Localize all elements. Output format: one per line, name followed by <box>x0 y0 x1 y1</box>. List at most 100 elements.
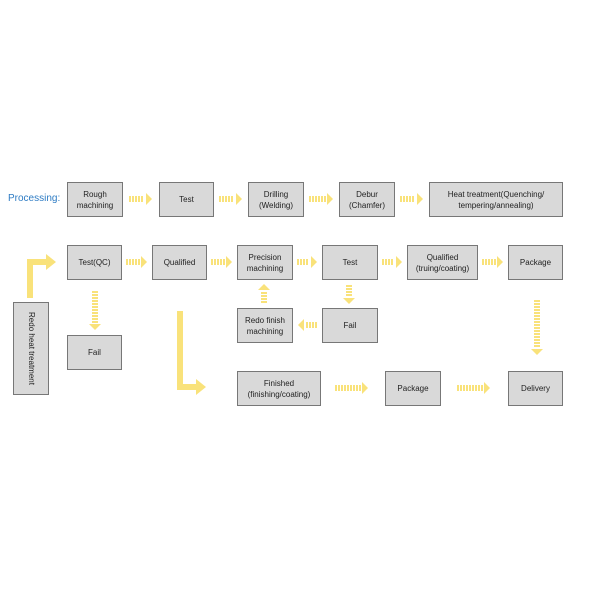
arrow-qualified2-to-package-dash <box>485 259 487 265</box>
node-debur: Debur(Chamfer) <box>339 182 395 217</box>
arrow-testqc-to-qualified-dash <box>132 259 134 265</box>
arrow-test-to-drilling-dash <box>219 196 221 202</box>
arrow-package-to-delivery-down-dash <box>534 300 540 302</box>
arrow-qualified-to-finished-horizontal <box>177 384 197 390</box>
arrow-package-to-delivery-down-dash <box>534 336 540 338</box>
arrow-rough-to-test-dash <box>138 196 140 202</box>
arrow-redo-to-precision-dash <box>261 292 267 294</box>
arrow-rough-to-test-dash <box>141 196 143 202</box>
arrow-testqc-to-qualified-dash <box>135 259 137 265</box>
arrow-testqc-to-fail-dash <box>92 309 98 311</box>
arrow-test2-to-fail-dash <box>346 285 352 287</box>
node-test-qc: Test(QC) <box>67 245 122 280</box>
arrow-finished-to-package-dash <box>335 385 337 391</box>
arrow-drilling-to-debur-dash <box>321 196 323 202</box>
arrow-drilling-to-debur-dash <box>324 196 326 202</box>
arrow-rough-to-test-dash <box>129 196 131 202</box>
node-fail-1: Fail <box>67 335 122 370</box>
node-test-2: Test <box>322 245 378 280</box>
arrow-debur-to-heat-dash <box>400 196 402 202</box>
arrow-test-to-qualified2-dash <box>388 259 390 265</box>
arrow-testqc-to-fail-dash <box>92 291 98 293</box>
arrow-precision-to-test-dash <box>297 259 299 265</box>
arrow-finished-to-package-dash <box>344 385 346 391</box>
arrow-testqc-to-fail-dash <box>92 312 98 314</box>
arrow-qualified2-to-package-dash <box>488 259 490 265</box>
arrow-qualified-to-precision-dash <box>223 259 225 265</box>
arrow-testqc-to-fail-dash <box>92 294 98 296</box>
arrow-package-to-delivery-down-dash <box>534 303 540 305</box>
arrow-finished-to-package-dash <box>341 385 343 391</box>
node-redo-heat-treatment: Redo heat treatment <box>13 302 49 395</box>
arrow-test-to-drilling-dash <box>231 196 233 202</box>
arrow-testqc-to-fail-dash <box>92 300 98 302</box>
arrow-testqc-to-qualified-head <box>141 256 147 268</box>
arrow-testqc-to-fail-dash <box>92 297 98 299</box>
arrow-debur-to-heat-dash <box>409 196 411 202</box>
arrow-drilling-to-debur-dash <box>315 196 317 202</box>
arrow-testqc-to-fail-dash <box>92 303 98 305</box>
arrow-package-to-delivery-dash <box>466 385 468 391</box>
arrow-test-to-drilling-dash <box>222 196 224 202</box>
arrow-test-to-qualified2-dash <box>391 259 393 265</box>
node-package-1: Package <box>508 245 563 280</box>
arrow-test-to-qualified2-dash <box>385 259 387 265</box>
arrow-package-to-delivery-down-dash <box>534 315 540 317</box>
arrow-qualified-to-finished-head <box>196 379 206 395</box>
arrow-debur-to-heat-dash <box>403 196 405 202</box>
arrow-test2-to-fail-dash <box>346 291 352 293</box>
arrow-testqc-to-fail-dash <box>92 315 98 317</box>
node-package-2: Package <box>385 371 441 406</box>
arrow-package-to-delivery-down-dash <box>534 306 540 308</box>
arrow-package-to-delivery-down-dash <box>534 321 540 323</box>
arrow-testqc-to-fail-head <box>89 324 101 330</box>
arrow-debur-to-heat-dash <box>406 196 408 202</box>
node-qualified-2: Qualified(truing/coating) <box>407 245 478 280</box>
arrow-package-to-delivery-head <box>484 382 490 394</box>
node-fail-2: Fail <box>322 308 378 343</box>
arrow-test2-to-fail-head <box>343 298 355 304</box>
arrow-package-to-delivery-down-dash <box>534 309 540 311</box>
arrow-finished-to-package-dash <box>359 385 361 391</box>
arrow-drilling-to-debur-dash <box>318 196 320 202</box>
arrow-fail-to-redo-dash <box>306 322 308 328</box>
arrow-fail-to-redo-dash <box>312 322 314 328</box>
arrow-qualified2-to-package-dash <box>494 259 496 265</box>
processing-label: Processing: <box>8 193 61 204</box>
arrow-finished-to-package-dash <box>353 385 355 391</box>
arrow-package-to-delivery-down-head <box>531 349 543 355</box>
arrow-testqc-to-fail-dash <box>92 306 98 308</box>
arrow-testqc-to-fail-dash <box>92 321 98 323</box>
arrow-package-to-delivery-dash <box>463 385 465 391</box>
arrow-testqc-to-qualified-dash <box>138 259 140 265</box>
arrow-package-to-delivery-down-dash <box>534 345 540 347</box>
node-delivery: Delivery <box>508 371 563 406</box>
arrow-package-to-delivery-dash <box>478 385 480 391</box>
arrow-qualified-to-precision-dash <box>217 259 219 265</box>
arrow-qualified-to-precision-dash <box>211 259 213 265</box>
arrow-drilling-to-debur-head <box>327 193 333 205</box>
arrow-precision-to-test-dash <box>300 259 302 265</box>
node-finished: Finished(finishing/coating) <box>237 371 321 406</box>
arrow-precision-to-test-head <box>311 256 317 268</box>
arrow-fail-to-redo-head <box>298 319 304 331</box>
arrow-package-to-delivery-down-dash <box>534 327 540 329</box>
arrow-testqc-to-fail-dash <box>92 318 98 320</box>
arrow-drilling-to-debur-dash <box>312 196 314 202</box>
node-heat-treatment: Heat treatment(Quenching/tempering/annea… <box>429 182 563 217</box>
arrow-qualified2-to-package-dash <box>491 259 493 265</box>
arrow-package-to-delivery-down-dash <box>534 330 540 332</box>
arrow-test-to-qualified2-head <box>396 256 402 268</box>
arrow-debur-to-heat-dash <box>412 196 414 202</box>
arrow-test-to-drilling-head <box>236 193 242 205</box>
arrow-package-to-delivery-dash <box>472 385 474 391</box>
redo-heat-treatment-text: Redo heat treatment <box>26 312 36 385</box>
arrow-rough-to-test-dash <box>135 196 137 202</box>
arrow-testqc-to-qualified-dash <box>129 259 131 265</box>
node-qualified-1: Qualified <box>152 245 207 280</box>
arrow-package-to-delivery-down-dash <box>534 342 540 344</box>
